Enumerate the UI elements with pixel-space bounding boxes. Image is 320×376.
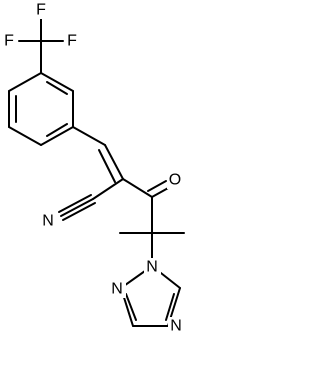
- bond-ring-1-2: [40, 72, 74, 92]
- atom-label-triazole-nitrogen-1: N: [146, 259, 158, 276]
- bond-triazole-double-2: [165, 293, 175, 321]
- bonds: [8, 17, 185, 327]
- bond-nitrile-triple-c: [62, 202, 96, 221]
- atom-label-nitrile-nitrogen: N: [42, 213, 54, 230]
- atom-label-fluorine-left: F: [4, 33, 14, 50]
- bond-vinyl-double-b: [98, 149, 116, 183]
- bond-nitrile-triple-b: [58, 194, 92, 213]
- atom-label-oxygen: O: [169, 172, 181, 189]
- bond-ring-inner-1: [46, 81, 68, 95]
- bond-vinyl-double-a: [104, 144, 124, 180]
- bond-c-carbonyl: [122, 178, 153, 198]
- bond-ring-inner-2: [46, 123, 68, 137]
- bond-triazole-double-1: [125, 293, 137, 321]
- bond-carbonyl-o-b: [147, 180, 167, 192]
- atom-label-fluorine-right: F: [67, 33, 77, 50]
- bond-nitrile-triple-a: [60, 198, 94, 217]
- chemical-structure-diagram: F F F O N N N N: [2, 1, 185, 335]
- bond-ring-3-4: [40, 126, 74, 146]
- bond-c-nitrile-carbon: [92, 178, 124, 200]
- atom-label-triazole-nitrogen-2: N: [111, 281, 123, 298]
- atom-label-triazole-nitrogen-4: N: [170, 318, 182, 335]
- atom-label-fluorine-top: F: [36, 2, 46, 19]
- bond-ring-vinyl: [72, 126, 106, 146]
- atom-labels: F F F O N N N N: [2, 1, 185, 335]
- bond-ring-4-5: [8, 126, 42, 146]
- bond-ring-6-1: [8, 72, 42, 92]
